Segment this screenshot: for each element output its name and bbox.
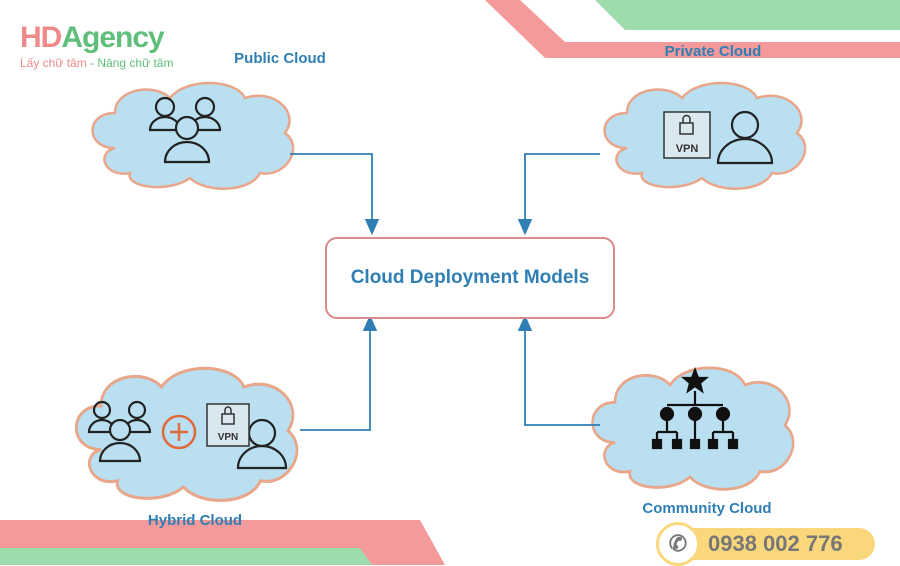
- hierarchy-icon: [651, 366, 739, 450]
- phone-icon: ✆: [656, 522, 700, 566]
- hd-agency-logo: HDAgency Lấy chữ tâm - Nâng chữ tâm: [20, 21, 174, 71]
- tagline-2: - Nâng chữ tâm: [86, 56, 174, 70]
- vpn-label: VPN: [676, 143, 699, 155]
- user-icon: [716, 110, 774, 165]
- arrow-hybrid: [300, 314, 378, 431]
- users-icon: [148, 96, 222, 164]
- phone-number: 0938 002 776: [708, 531, 843, 556]
- users-icon: [87, 400, 152, 463]
- tagline-1: Lấy chữ tâm: [20, 56, 87, 70]
- vpn-label: VPN: [218, 432, 239, 443]
- logo-agency: Agency: [61, 21, 164, 54]
- community-cloud-label: Community Cloud: [642, 500, 772, 517]
- logo-hd: HD: [20, 21, 62, 54]
- plus-icon: [161, 414, 197, 450]
- hybrid-cloud-label: Hybrid Cloud: [147, 512, 243, 529]
- hybrid-cloud-shape: [74, 366, 299, 502]
- cloud-deployment-models-box: Cloud Deployment Models: [325, 237, 615, 319]
- vpn-lock-icon: [663, 111, 711, 159]
- hotline-button[interactable]: ✆ 0938 002 776: [656, 522, 875, 566]
- private-cloud-label: Private Cloud: [664, 43, 762, 60]
- public-cloud-label: Public Cloud: [234, 50, 326, 67]
- vpn-lock-icon: [206, 403, 250, 447]
- arrow-community: [517, 314, 600, 426]
- arrow-private: [517, 153, 600, 236]
- arrow-public: [290, 153, 380, 236]
- center-title: Cloud Deployment Models: [350, 267, 590, 288]
